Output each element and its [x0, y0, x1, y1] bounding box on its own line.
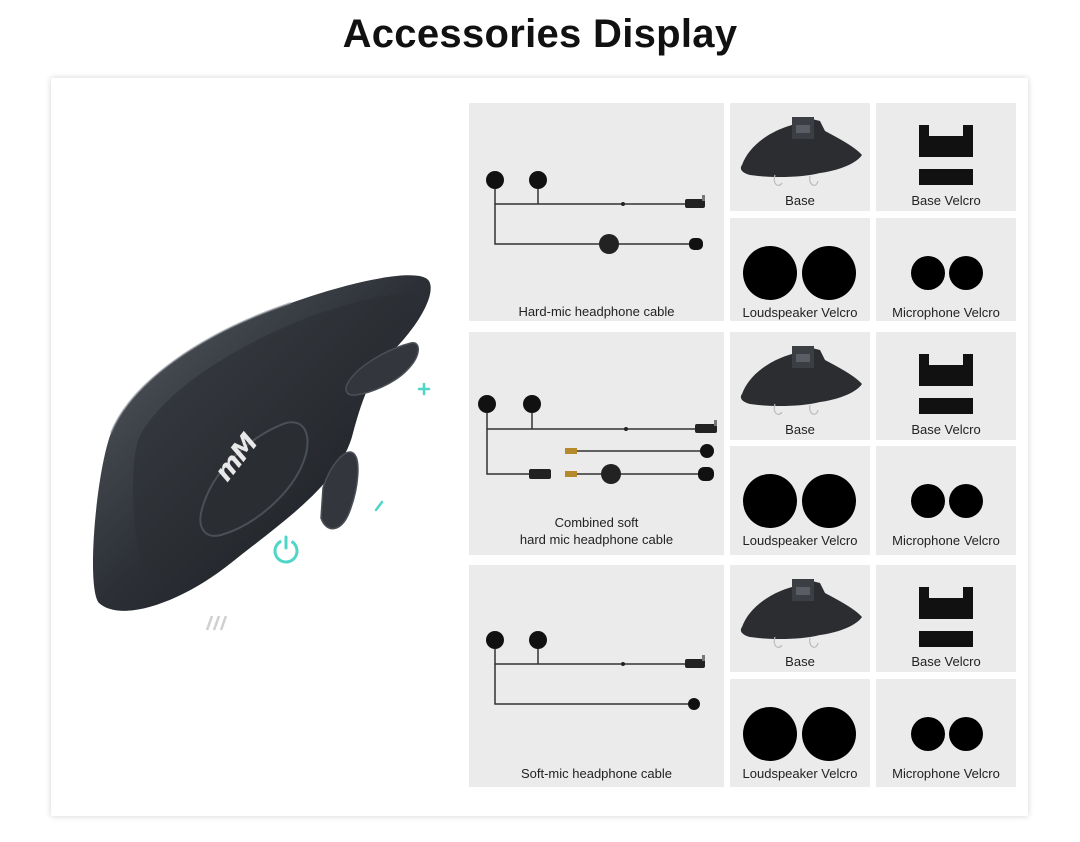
hard-mic-cable-label: Hard-mic headphone cable [518, 304, 675, 319]
base-mount-icon [740, 579, 862, 649]
base-velcro-icon [919, 125, 973, 185]
base-velcro-label: Base Velcro [911, 422, 981, 437]
microphone-velcro-label: Microphone Velcro [892, 766, 1000, 781]
loudspeaker-velcro-label: Loudspeaker Velcro [742, 533, 858, 548]
base-cell: Base [730, 565, 870, 672]
power-icon [273, 535, 299, 564]
minus-icon [374, 500, 384, 512]
grip-lines-icon [205, 615, 228, 631]
microphone-velcro-cell: Microphone Velcro [876, 679, 1016, 787]
microphone-velcro-icon [911, 484, 983, 518]
combined-cable-label-line1: Combined soft [554, 515, 639, 530]
loudspeaker-velcro-icon [743, 246, 856, 300]
microphone-velcro-cell: Microphone Velcro [876, 218, 1016, 321]
base-label: Base [785, 422, 815, 437]
microphone-velcro-icon [911, 256, 983, 290]
base-label: Base [785, 654, 815, 669]
page-title: Accessories Display [342, 12, 738, 56]
microphone-velcro-cell: Microphone Velcro [876, 446, 1016, 555]
soft-mic-cable-icon [486, 631, 705, 710]
plus-icon [417, 382, 431, 396]
base-cell: Base [730, 103, 870, 211]
microphone-velcro-icon [911, 717, 983, 751]
hard-mic-cable-cell: Hard-mic headphone cable [469, 103, 724, 321]
loudspeaker-velcro-label: Loudspeaker Velcro [742, 305, 858, 320]
base-mount-icon [740, 346, 862, 416]
combined-cable-cell: Combined soft hard mic headphone cable [469, 332, 724, 555]
loudspeaker-velcro-label: Loudspeaker Velcro [742, 766, 858, 781]
base-velcro-icon [919, 354, 973, 414]
microphone-velcro-label: Microphone Velcro [892, 533, 1000, 548]
base-cell: Base [730, 332, 870, 440]
intercom-device-image: mM [91, 263, 451, 631]
base-velcro-cell: Base Velcro [876, 103, 1016, 211]
base-label: Base [785, 193, 815, 208]
hard-mic-cable-icon [486, 171, 705, 254]
base-velcro-icon [919, 587, 973, 647]
base-velcro-label: Base Velcro [911, 654, 981, 669]
base-velcro-cell: Base Velcro [876, 565, 1016, 672]
base-velcro-cell: Base Velcro [876, 332, 1016, 440]
soft-mic-cable-label: Soft-mic headphone cable [520, 766, 673, 781]
combined-cable-icon [478, 395, 717, 484]
soft-mic-cable-cell: Soft-mic headphone cable [469, 565, 724, 787]
base-velcro-label: Base Velcro [911, 193, 981, 208]
loudspeaker-velcro-icon [743, 707, 856, 761]
loudspeaker-velcro-icon [743, 474, 856, 528]
loudspeaker-velcro-cell: Loudspeaker Velcro [730, 218, 870, 321]
base-mount-icon [740, 117, 862, 187]
microphone-velcro-label: Microphone Velcro [892, 305, 1000, 320]
loudspeaker-velcro-cell: Loudspeaker Velcro [730, 679, 870, 787]
loudspeaker-velcro-cell: Loudspeaker Velcro [730, 446, 870, 555]
accessories-card: mM Hard-mic headphone cable [51, 78, 1028, 816]
combined-cable-label-line2: hard mic headphone cable [519, 532, 674, 547]
